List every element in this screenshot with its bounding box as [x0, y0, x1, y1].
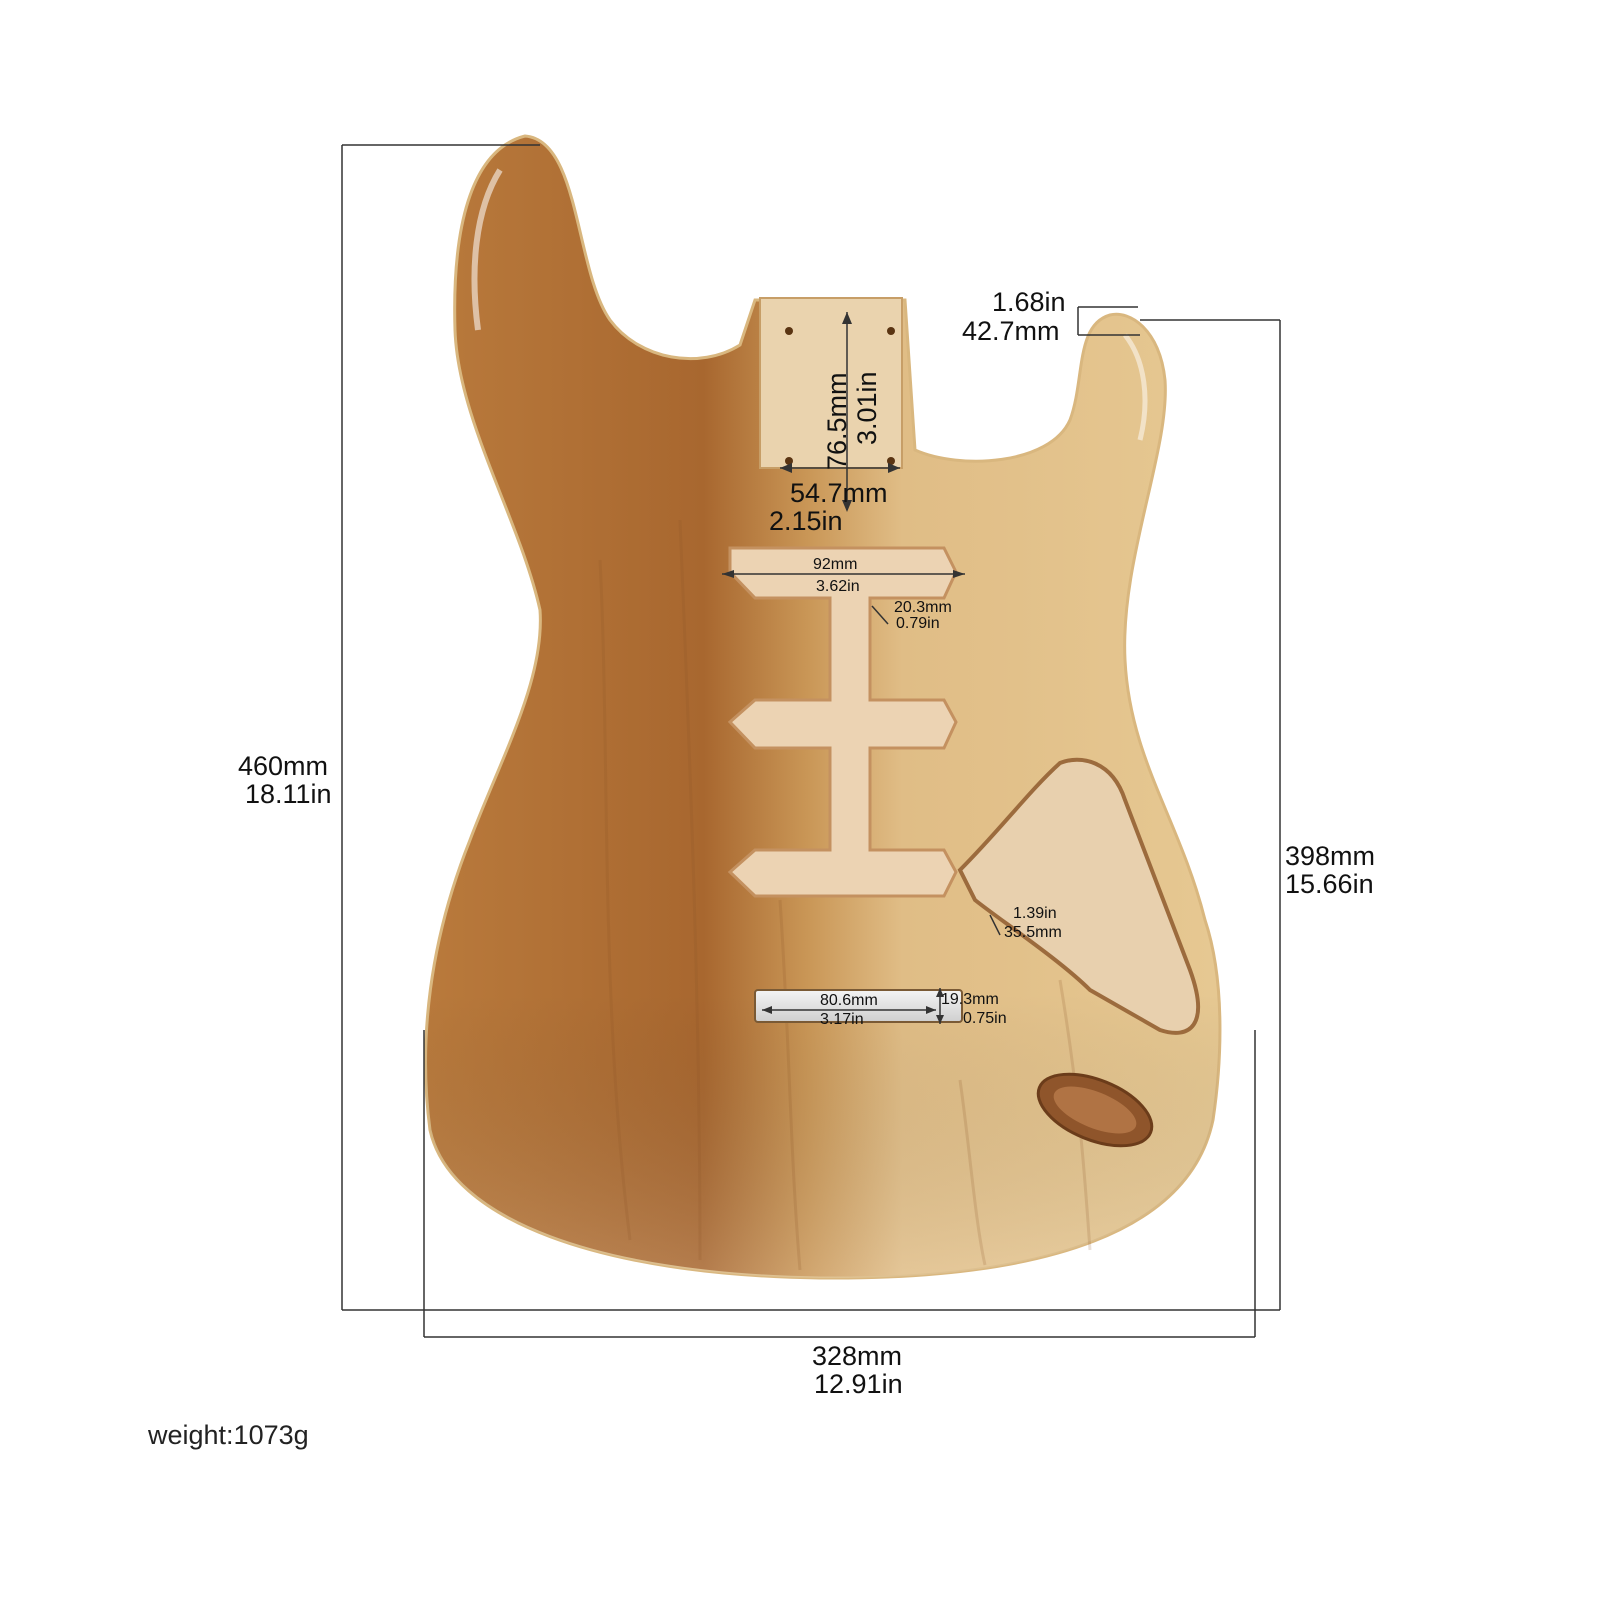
weight-label: weight:1073g	[148, 1420, 309, 1450]
dimension-arrows	[722, 312, 965, 1024]
bridge-slot-width-in: 0.75in	[963, 1010, 1007, 1027]
neck-pocket-length-mm: 76.5mm	[822, 372, 852, 470]
screw-hole	[785, 457, 793, 465]
dimension-lines	[341, 144, 1281, 1338]
neck-pocket-length-in: 3.01in	[852, 371, 882, 445]
bridge-slot-length-in: 3.17in	[820, 1011, 864, 1028]
screw-hole	[785, 327, 793, 335]
bridge-slot-length-mm: 80.6mm	[820, 992, 878, 1009]
body-width-mm: 328mm	[812, 1341, 902, 1371]
control-cavity	[957, 757, 1201, 1035]
bridge-slot-width-mm: 19.3mm	[941, 991, 999, 1008]
pickup-cavities	[727, 546, 958, 898]
body-length-in: 15.66in	[1285, 869, 1374, 899]
screw-hole	[887, 327, 895, 335]
control-cavity-mm: 35.5mm	[1004, 924, 1062, 941]
neck-pocket-width-mm: 54.7mm	[790, 478, 888, 508]
bridge-slot	[754, 989, 963, 1023]
pickup-channel-mm: 20.3mm	[894, 599, 952, 616]
body-length-mm: 398mm	[1285, 841, 1375, 871]
neck-pocket-width-in: 2.15in	[769, 506, 843, 536]
guitar-body	[424, 134, 1222, 1280]
horn-offset-mm: 42.7mm	[962, 316, 1060, 346]
horn-offset-in: 1.68in	[992, 287, 1066, 317]
control-cavity-in: 1.39in	[1013, 905, 1057, 922]
pickup-cavity-width-in: 3.62in	[816, 578, 860, 595]
wood-grain	[598, 519, 1092, 1271]
pickup-cavity-width-mm: 92mm	[813, 556, 857, 573]
pickup-channel-in: 0.79in	[896, 615, 940, 632]
total-length-in: 18.11in	[245, 779, 332, 809]
body-width-in: 12.91in	[814, 1369, 903, 1399]
total-length-mm: 460mm	[238, 751, 328, 781]
screw-hole	[887, 457, 895, 465]
neck-pocket	[759, 297, 903, 469]
